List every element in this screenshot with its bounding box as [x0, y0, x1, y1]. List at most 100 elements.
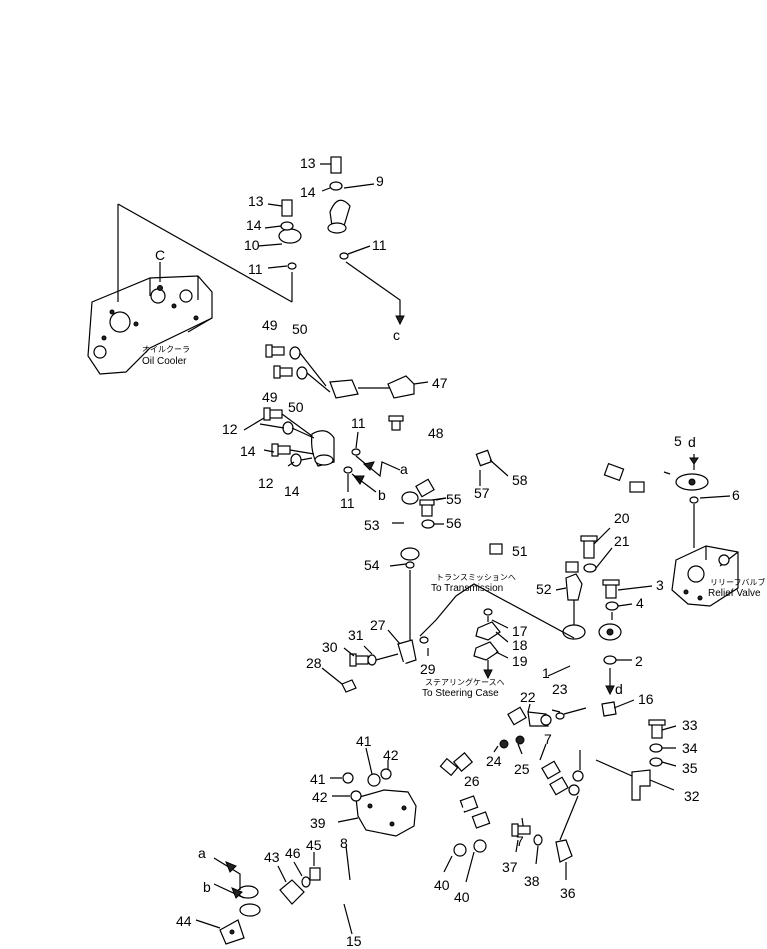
part-label-14b: 14: [246, 217, 262, 233]
washer-31: [367, 654, 377, 666]
part-label-9: 9: [376, 173, 384, 189]
part-label-54: 54: [364, 557, 380, 573]
pipe-lower-left: [394, 661, 459, 777]
part-label-14d: 14: [284, 483, 300, 499]
part-label-1: 1: [542, 665, 550, 681]
part-label-14a: 14: [300, 184, 316, 200]
part-label-3: 3: [656, 577, 664, 593]
o-ring-11b: [287, 262, 297, 270]
part-label-11d: 11: [340, 495, 355, 511]
part-label-16: 16: [638, 691, 654, 707]
part-label-45: 45: [306, 837, 322, 853]
clip-36: [555, 839, 573, 863]
nut-41b: [367, 773, 381, 787]
nut-41a: [342, 772, 354, 784]
part-label-38: 38: [524, 873, 540, 889]
connection-letter-C: C: [155, 247, 165, 263]
part-label-19: 19: [512, 653, 528, 669]
transmission-caption-jp: トランスミッションへ: [436, 573, 516, 582]
o-ring-11c: [351, 448, 361, 456]
part-label-40b: 40: [454, 889, 470, 905]
part-label-7b: 7: [516, 833, 524, 849]
part-label-26: 26: [464, 773, 480, 789]
part-label-50a: 50: [292, 321, 308, 337]
part-label-39: 39: [310, 815, 326, 831]
hose-26: [452, 706, 527, 772]
nut-40a: [453, 843, 467, 857]
part-label-56: 56: [446, 515, 462, 531]
part-label-12a: 12: [222, 421, 238, 437]
washer-42b: [380, 768, 392, 780]
washer-4: [605, 601, 619, 611]
bolt-13b: [281, 199, 293, 217]
steering-caption-jp: ステアリングケースへ: [425, 677, 505, 687]
steering-caption: To Steering Case: [422, 688, 499, 699]
washer-14a: [329, 181, 343, 191]
o-ring-2: [603, 655, 617, 665]
part-label-22: 22: [520, 689, 536, 705]
part-label-28: 28: [306, 655, 322, 671]
connection-letter-d-top: d: [688, 434, 696, 450]
part-label-12b: 12: [258, 475, 274, 491]
flange-19: [473, 641, 499, 661]
washer-42a: [350, 790, 362, 802]
part-label-41a: 41: [310, 771, 326, 787]
flange-18: [475, 621, 501, 641]
part-label-11a: 11: [372, 237, 387, 253]
connection-letter-b-bottom: b: [203, 879, 211, 895]
part-label-13a: 13: [300, 155, 316, 171]
transmission-caption: To Transmission: [431, 583, 503, 594]
part-label-21: 21: [614, 533, 630, 549]
part-label-7a: 7: [544, 731, 552, 747]
connection-letter-d-bottom: d: [615, 681, 623, 697]
part-label-29: 29: [420, 661, 436, 677]
nut-40b: [473, 839, 487, 853]
part-label-10: 10: [244, 237, 260, 253]
part-label-49b: 49: [262, 389, 278, 405]
hose-7: [459, 760, 569, 829]
bolt-45: [309, 867, 321, 881]
nut-24: [499, 739, 509, 749]
part-label-46: 46: [285, 845, 301, 861]
nut-25: [515, 735, 525, 745]
washer-38: [533, 834, 543, 846]
part-label-23: 23: [552, 681, 568, 697]
part-label-32: 32: [684, 788, 700, 804]
part-label-2: 2: [635, 653, 643, 669]
part-label-20: 20: [614, 510, 630, 526]
relief-valve: リリーフバルブ Relief Valve: [671, 545, 766, 607]
part-label-25: 25: [514, 761, 530, 777]
clip-47: [387, 375, 415, 399]
bolt-55: [421, 503, 433, 517]
part-label-11c: 11: [351, 415, 366, 431]
part-label-35: 35: [682, 760, 698, 776]
part-label-36: 36: [560, 885, 576, 901]
o-ring-54: [405, 561, 415, 569]
part-label-41b: 41: [356, 733, 372, 749]
part-label-48: 48: [428, 425, 444, 441]
part-label-43: 43: [264, 849, 280, 865]
part-label-42a: 42: [312, 789, 328, 805]
part-label-53: 53: [364, 517, 380, 533]
part-label-52: 52: [536, 581, 552, 597]
part-label-4: 4: [636, 595, 644, 611]
connection-letter-a: a: [400, 461, 408, 477]
bracket-39: [355, 789, 417, 837]
bolts-left: [243, 344, 331, 467]
part-label-14c: 14: [240, 443, 256, 459]
o-ring-11a: [339, 252, 349, 260]
oil-cooler: オイルクーラ Oil Cooler: [87, 275, 213, 375]
part-label-17: 17: [512, 623, 528, 639]
part-label-6: 6: [732, 487, 740, 503]
pipe-51: [489, 506, 579, 573]
o-ring-6: [689, 496, 699, 504]
part-label-55: 55: [446, 491, 462, 507]
relief-valve-caption-jp: リリーフバルブ: [710, 577, 766, 587]
pipe-5: [621, 473, 709, 493]
part-label-11b: 11: [248, 261, 263, 277]
connector-52: [565, 573, 583, 601]
pipe-group-upper: [278, 199, 390, 467]
part-label-47: 47: [432, 375, 448, 391]
oil-cooler-caption: Oil Cooler: [142, 356, 187, 367]
